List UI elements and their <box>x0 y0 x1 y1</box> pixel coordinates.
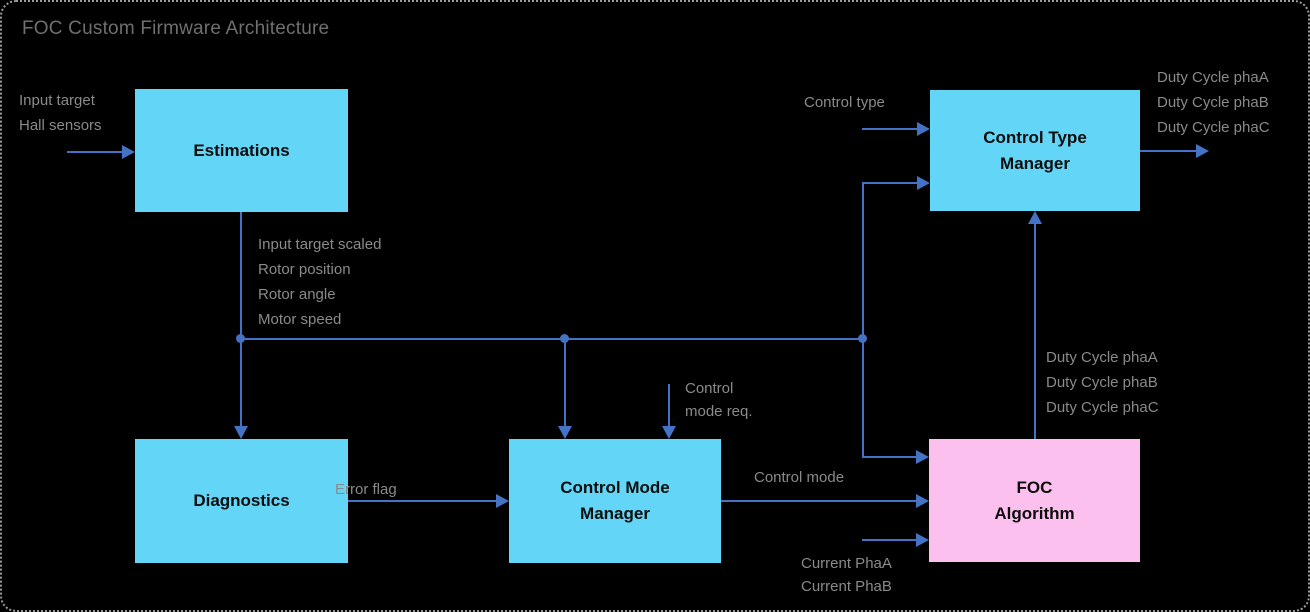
label-input-signals: Input target Hall sensors <box>19 92 102 134</box>
arrowhead-control-mode <box>916 494 929 508</box>
arrowhead-into-estimations <box>122 145 135 159</box>
arrowhead-current-phases <box>916 533 929 547</box>
edge-foc-to-control-type-manager <box>1034 224 1036 439</box>
node-control-mode-manager-label: Control Mode Manager <box>560 478 670 523</box>
node-estimations-label: Estimations <box>193 140 290 160</box>
arrowhead-into-control-type-manager-lower <box>917 176 930 190</box>
arrowhead-error-flag <box>496 494 509 508</box>
edge-estimations-output-bus <box>240 338 864 340</box>
edge-control-mode-req <box>668 384 670 426</box>
edge-control-type-input <box>862 128 917 130</box>
edge-control-mode <box>721 500 916 502</box>
label-control-type: Control type <box>804 94 885 111</box>
node-control-type-manager: Control Type Manager <box>930 90 1140 211</box>
edge-error-flag <box>348 500 496 502</box>
edge-duty-cycle-output <box>1140 150 1196 152</box>
edge-estimations-to-diagnostics <box>240 212 242 426</box>
label-error-flag: Error flag <box>335 481 397 498</box>
arrowhead-duty-cycle-output <box>1196 144 1209 158</box>
edge-bus-to-foc-algorithm <box>862 456 916 458</box>
diagram-title: FOC Custom Firmware Architecture <box>22 18 330 39</box>
edge-current-phases <box>862 539 916 541</box>
label-duty-cycle-internal: Duty Cycle phaA Duty Cycle phaB Duty Cyc… <box>1046 349 1159 416</box>
node-control-mode-manager: Control Mode Manager <box>509 439 721 563</box>
node-estimations: Estimations <box>135 89 348 212</box>
label-control-mode: Control mode <box>754 469 845 486</box>
node-foc-algorithm: FOC Algorithm <box>929 439 1140 562</box>
edge-bus-vertical-spine <box>862 182 864 458</box>
label-estimation-outputs: Input target scaled Rotor position Rotor… <box>258 236 382 328</box>
arrowhead-into-control-type-manager-bottom <box>1028 211 1042 224</box>
arrowhead-into-diagnostics <box>234 426 248 439</box>
node-diagnostics: Diagnostics <box>135 439 348 563</box>
node-control-type-manager-label: Control Type Manager <box>983 127 1087 173</box>
label-current-phases: Current PhaA Current PhaB <box>801 555 892 595</box>
arrowhead-into-control-mode-manager-right <box>662 426 676 439</box>
arrowhead-into-control-mode-manager-left <box>558 426 572 439</box>
label-control-mode-req: Control mode req. <box>685 380 753 420</box>
junction-dot-left <box>236 334 245 343</box>
label-duty-cycle-output: Duty Cycle phaA Duty Cycle phaB Duty Cyc… <box>1157 69 1270 136</box>
arrowhead-into-control-type-manager-upper <box>917 122 930 136</box>
junction-dot-middle <box>560 334 569 343</box>
node-diagnostics-label: Diagnostics <box>193 491 290 510</box>
node-foc-algorithm-label: FOC Algorithm <box>994 477 1075 523</box>
edge-input-to-estimations <box>67 151 123 153</box>
edge-bus-to-control-mode-manager <box>564 339 566 426</box>
arrowhead-into-foc-algorithm-top <box>916 450 929 464</box>
edge-bus-to-control-type-manager <box>862 182 917 184</box>
